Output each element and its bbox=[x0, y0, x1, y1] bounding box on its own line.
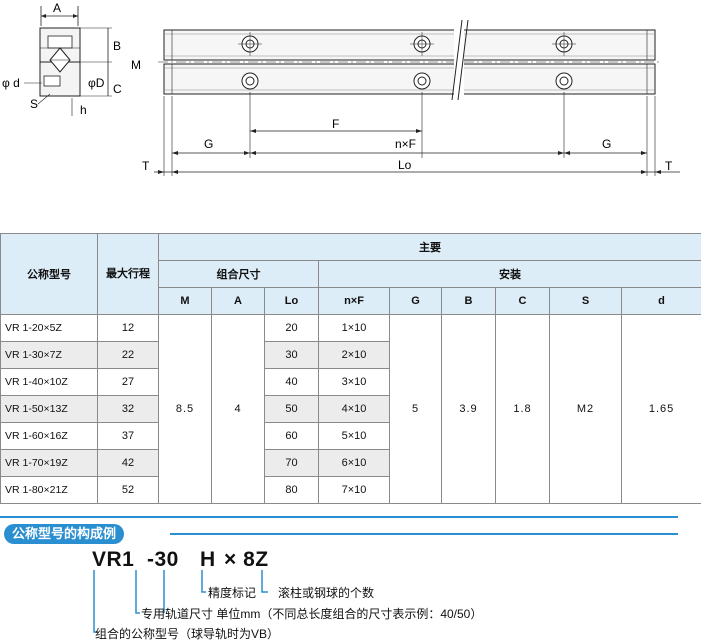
dim-f-label: F bbox=[332, 117, 339, 131]
cell-nf: 3×10 bbox=[319, 369, 390, 396]
col-d: d bbox=[622, 288, 701, 315]
col-lo: Lo bbox=[265, 288, 319, 315]
cell-c: 1.8 bbox=[496, 315, 550, 504]
ann-length: 专用轨道尺寸 单位mm（不同总长度组合的尺寸表示例：40/50） bbox=[141, 605, 482, 622]
head-combo: 组合尺寸 bbox=[159, 261, 319, 288]
cell-s: M2 bbox=[550, 315, 622, 504]
col-a: A bbox=[212, 288, 265, 315]
cell-stroke: 12 bbox=[98, 315, 159, 342]
code-part-model: VR1 bbox=[92, 548, 134, 572]
col-b: B bbox=[442, 288, 496, 315]
cell-model: VR 1-30×7Z bbox=[1, 342, 98, 369]
cell-stroke: 22 bbox=[98, 342, 159, 369]
cell-model: VR 1-70×19Z bbox=[1, 450, 98, 477]
dim-nf-label: n×F bbox=[395, 137, 416, 151]
dim-t-right-label: T bbox=[665, 159, 673, 173]
cell-stroke: 27 bbox=[98, 369, 159, 396]
dim-c-label: C bbox=[113, 82, 122, 96]
cell-nf: 6×10 bbox=[319, 450, 390, 477]
cell-lo: 40 bbox=[265, 369, 319, 396]
dim-lo-label: Lo bbox=[398, 158, 412, 172]
cell-nf: 7×10 bbox=[319, 477, 390, 504]
cell-stroke: 32 bbox=[98, 396, 159, 423]
cell-lo: 30 bbox=[265, 342, 319, 369]
col-nf: n×F bbox=[319, 288, 390, 315]
cell-d: 1.65 bbox=[622, 315, 701, 504]
title-underline bbox=[170, 533, 678, 535]
dim-d-label: φ d bbox=[2, 76, 20, 90]
dim-g-left-label: G bbox=[204, 137, 213, 151]
cell-g: 5 bbox=[390, 315, 442, 504]
head-main: 主要 bbox=[159, 234, 701, 261]
col-g: G bbox=[390, 288, 442, 315]
cell-lo: 70 bbox=[265, 450, 319, 477]
head-stroke: 最大行程 bbox=[98, 234, 159, 315]
dim-b-label: B bbox=[113, 39, 121, 53]
code-part-rollers: × 8Z bbox=[224, 548, 269, 572]
cell-lo: 20 bbox=[265, 315, 319, 342]
cell-model: VR 1-40×10Z bbox=[1, 369, 98, 396]
col-s: S bbox=[550, 288, 622, 315]
cell-lo: 50 bbox=[265, 396, 319, 423]
code-part-length: -30 bbox=[147, 548, 179, 572]
dim-g-right-label: G bbox=[602, 137, 611, 151]
cell-model: VR 1-80×21Z bbox=[1, 477, 98, 504]
cell-b: 3.9 bbox=[442, 315, 496, 504]
example-title: 公称型号的构成例 bbox=[4, 524, 124, 544]
col-m: M bbox=[159, 288, 212, 315]
section-divider bbox=[0, 516, 678, 518]
front-view-drawing: F G n×F G T T Lo bbox=[140, 0, 701, 180]
col-c: C bbox=[496, 288, 550, 315]
head-model: 公称型号 bbox=[1, 234, 98, 315]
cell-stroke: 37 bbox=[98, 423, 159, 450]
cell-lo: 60 bbox=[265, 423, 319, 450]
dim-bigd-label: φD bbox=[88, 76, 105, 90]
head-install: 安装 bbox=[319, 261, 701, 288]
dim-a-label: A bbox=[53, 1, 61, 15]
ann-precision: 精度标记 bbox=[208, 584, 256, 601]
cell-lo: 80 bbox=[265, 477, 319, 504]
cell-nf: 1×10 bbox=[319, 315, 390, 342]
cell-stroke: 52 bbox=[98, 477, 159, 504]
code-part-precision: H bbox=[200, 548, 216, 572]
cell-nf: 4×10 bbox=[319, 396, 390, 423]
spec-table: 公称型号 最大行程 主要 组合尺寸 安装 M A Lo n×F G B C S … bbox=[0, 233, 701, 504]
dim-m-label: M bbox=[131, 58, 140, 72]
cell-m: 8.5 bbox=[159, 315, 212, 504]
table-row: VR 1-20×5Z 12 8.5 4 20 1×10 5 3.9 1.8 M2… bbox=[1, 315, 701, 342]
cell-nf: 2×10 bbox=[319, 342, 390, 369]
ann-model: 组合的公称型号（球导轨时为VB） bbox=[95, 625, 279, 642]
cell-model: VR 1-20×5Z bbox=[1, 315, 98, 342]
cell-stroke: 42 bbox=[98, 450, 159, 477]
cross-section-drawing: A B C M φ d φD S h bbox=[0, 0, 140, 125]
dim-s-label: S bbox=[30, 97, 38, 111]
cell-nf: 5×10 bbox=[319, 423, 390, 450]
dim-h-label: h bbox=[80, 103, 87, 117]
ann-rollers: 滚柱或钢球的个数 bbox=[278, 584, 374, 601]
cell-a: 4 bbox=[212, 315, 265, 504]
cell-model: VR 1-60×16Z bbox=[1, 423, 98, 450]
cell-model: VR 1-50×13Z bbox=[1, 396, 98, 423]
dim-t-left-label: T bbox=[142, 159, 150, 173]
